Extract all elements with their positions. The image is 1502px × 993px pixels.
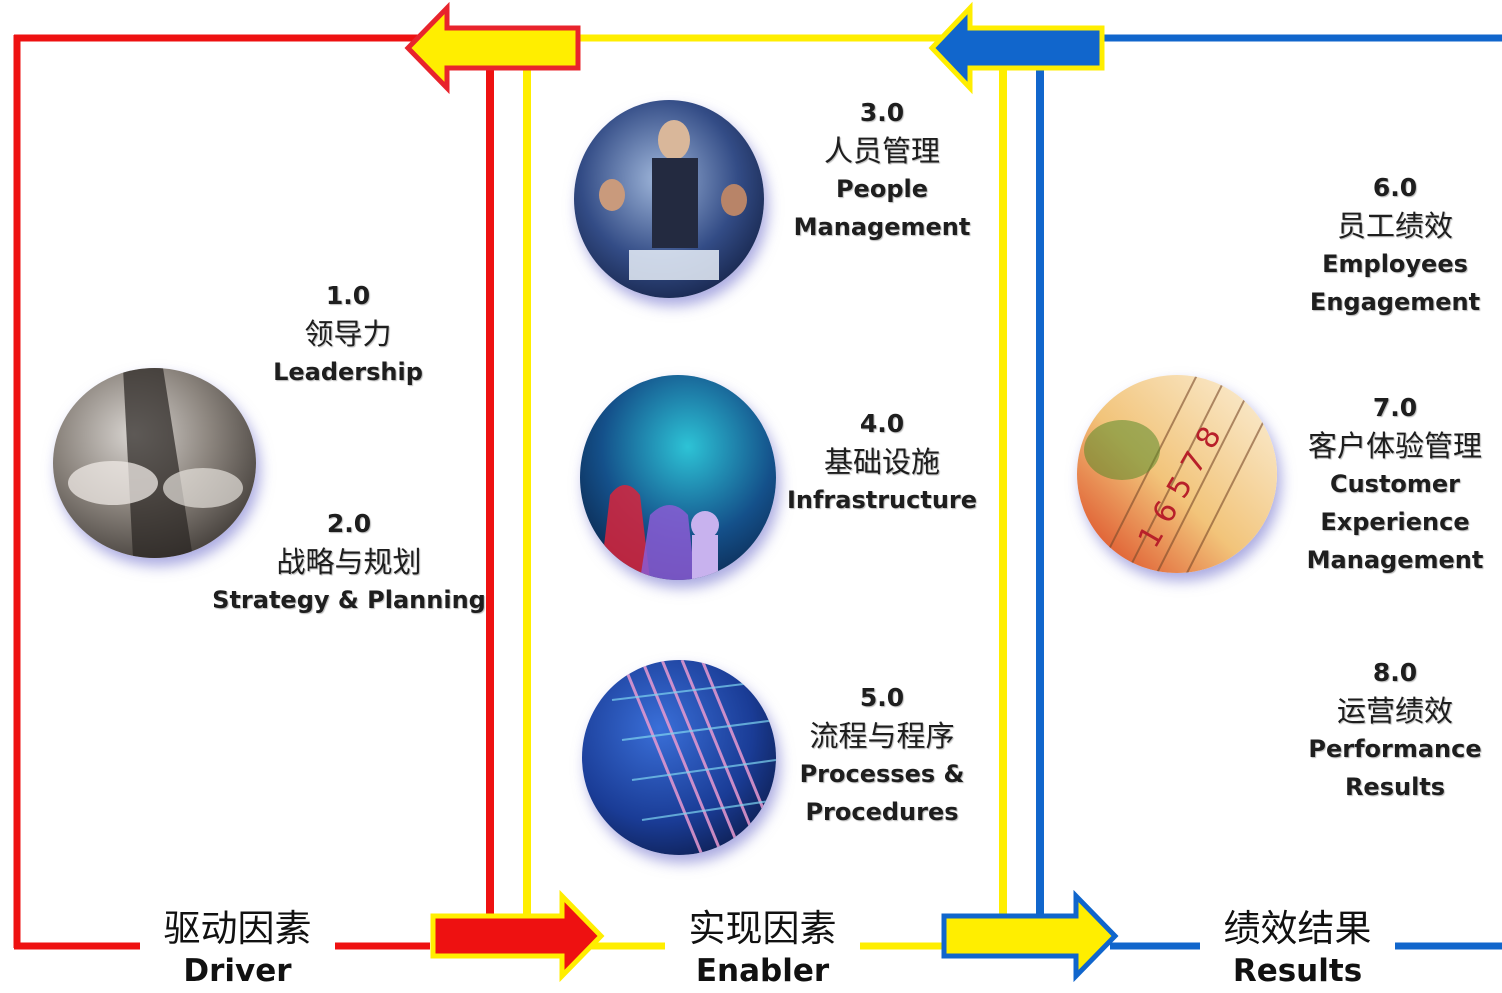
enabler-zh: 实现因素 (688, 907, 837, 950)
business-meeting-photo (574, 100, 764, 298)
processes-zh: 流程与程序 (809, 719, 955, 753)
performance-number: 8.0 (1372, 658, 1418, 687)
customer-en-1: Customer (1329, 470, 1461, 498)
driver-en: Driver (183, 953, 292, 989)
ruler-measure-photo: 1 6 5 7 8 (1077, 375, 1277, 573)
customer-en-2: Experience (1320, 508, 1470, 536)
performance-en-2: Results (1344, 773, 1446, 801)
leadership-number: 1.0 (325, 281, 371, 310)
employees-label: 6.0 员工绩效 Employees Engagement (1295, 169, 1495, 321)
flow-arrow-enabler-results (941, 889, 1119, 983)
people-number: 3.0 (859, 98, 905, 127)
customer-label: 7.0 客户体验管理 Customer Experience Managemen… (1290, 389, 1500, 579)
chess-pieces-photo (580, 375, 776, 580)
enabler-footer: 实现因素 Enabler (665, 906, 860, 990)
enabler-en: Enabler (695, 953, 830, 989)
employees-en-1: Employees (1322, 250, 1468, 278)
feedback-arrow-left (404, 1, 581, 95)
infrastructure-number: 4.0 (859, 409, 905, 438)
flow-arrow-driver-enabler (430, 889, 605, 983)
driver-footer: 驱动因素 Driver (140, 906, 335, 990)
people-zh: 人员管理 (823, 134, 940, 168)
processes-number: 5.0 (859, 683, 905, 712)
feedback-arrow-middle (928, 1, 1105, 95)
leadership-en: Leadership (273, 358, 423, 386)
infrastructure-en: Infrastructure (786, 486, 978, 514)
people-en-2: Management (793, 213, 971, 241)
infrastructure-zh: 基础设施 (823, 445, 940, 479)
people-en-1: People (835, 175, 929, 203)
strategy-number: 2.0 (326, 509, 372, 538)
results-en: Results (1232, 953, 1363, 989)
customer-number: 7.0 (1372, 393, 1418, 422)
performance-zh: 运营绩效 (1336, 694, 1453, 728)
processes-label: 5.0 流程与程序 Processes & Procedures (782, 679, 982, 831)
driver-zh: 驱动因素 (163, 907, 312, 950)
results-footer: 绩效结果 Results (1200, 906, 1395, 990)
building-grid-photo (582, 660, 776, 855)
performance-label: 8.0 运营绩效 Performance Results (1295, 654, 1495, 806)
employees-number: 6.0 (1372, 173, 1418, 202)
results-zh: 绩效结果 (1223, 907, 1372, 950)
business-handshake-photo (53, 368, 256, 558)
customer-zh: 客户体验管理 (1307, 429, 1482, 463)
strategy-en: Strategy & Planning (212, 586, 486, 614)
employees-zh: 员工绩效 (1336, 209, 1453, 243)
customer-en-3: Management (1306, 546, 1484, 574)
processes-en-2: Procedures (805, 798, 959, 826)
people-label: 3.0 人员管理 People Management (782, 94, 982, 246)
leadership-zh: 领导力 (304, 317, 392, 351)
employees-en-2: Engagement (1309, 288, 1481, 316)
infrastructure-label: 4.0 基础设施 Infrastructure (782, 405, 982, 519)
strategy-label: 2.0 战略与规划 Strategy & Planning (210, 505, 488, 619)
processes-en-1: Processes & (799, 760, 965, 788)
leadership-label: 1.0 领导力 Leadership (238, 277, 458, 391)
strategy-zh: 战略与规划 (276, 545, 422, 579)
performance-en-1: Performance (1308, 735, 1482, 763)
